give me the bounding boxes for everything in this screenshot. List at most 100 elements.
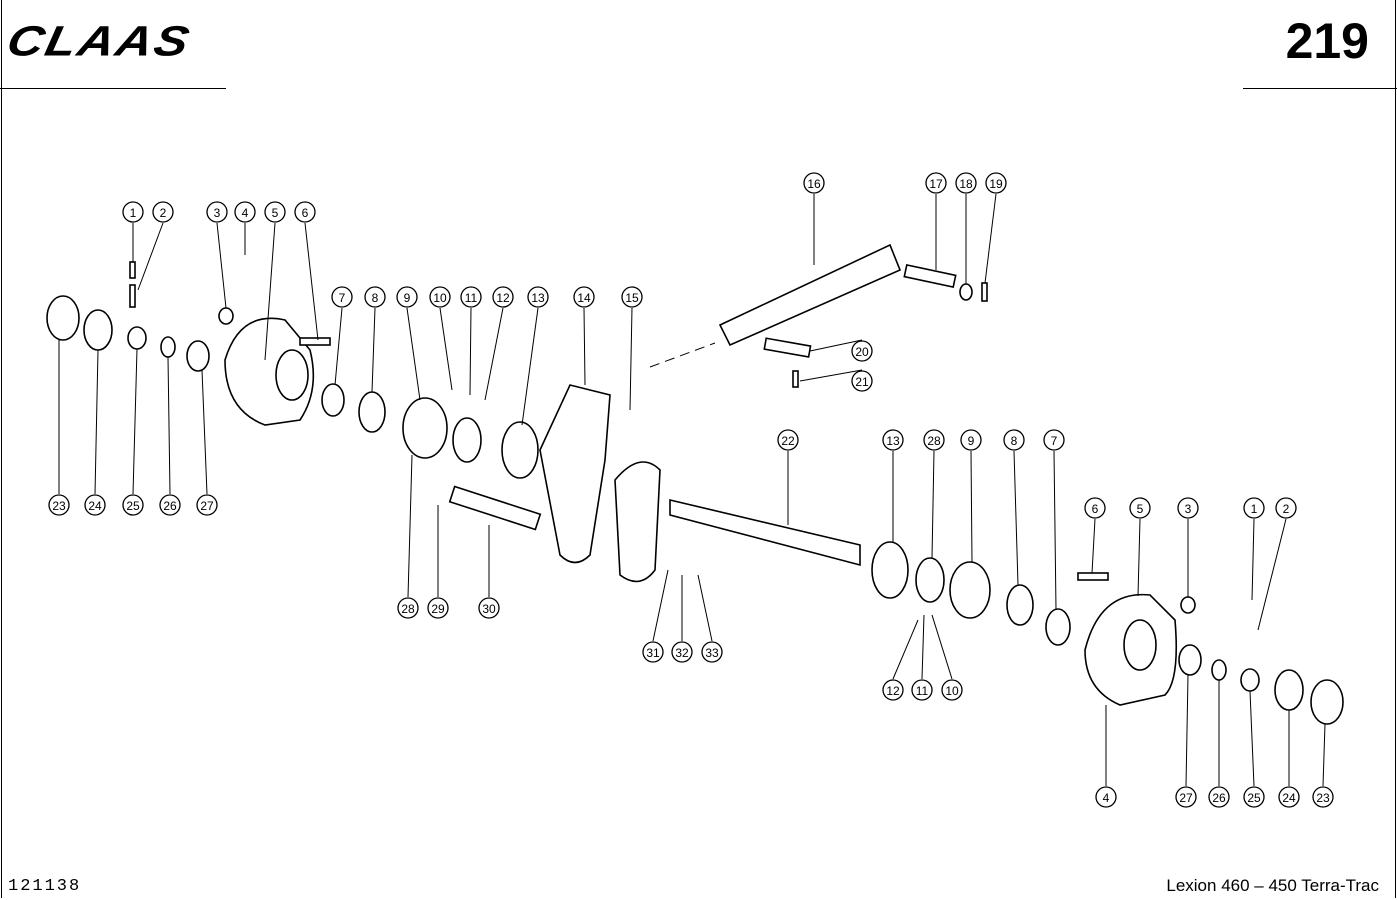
stud-left-2 (129, 284, 136, 308)
callout-23[interactable]: 23 (1312, 786, 1334, 808)
callout-circle (122, 201, 144, 223)
pin-19 (981, 282, 988, 302)
callout-11[interactable]: 11 (911, 679, 933, 701)
callout-circle (911, 679, 933, 701)
callout-2[interactable]: 2 (152, 201, 174, 223)
callout-circle (642, 641, 664, 663)
callout-8[interactable]: 8 (1003, 429, 1025, 451)
callout-label: 28 (927, 434, 941, 448)
callout-28[interactable]: 28 (923, 429, 945, 451)
callout-24[interactable]: 24 (84, 494, 106, 516)
leader-line (371, 307, 376, 393)
bearing-7-left (321, 383, 345, 417)
callout-26[interactable]: 26 (159, 494, 181, 516)
callout-10[interactable]: 10 (941, 679, 963, 701)
callout-circle (1175, 786, 1197, 808)
callout-1[interactable]: 1 (1243, 497, 1265, 519)
callout-32[interactable]: 32 (671, 641, 693, 663)
callout-25[interactable]: 25 (1243, 786, 1265, 808)
callout-circle (1129, 497, 1151, 519)
callout-26[interactable]: 26 (1208, 786, 1230, 808)
callout-20[interactable]: 20 (851, 340, 873, 362)
callout-4[interactable]: 4 (234, 201, 256, 223)
callout-circle (941, 679, 963, 701)
callout-circle (1243, 786, 1265, 808)
callout-circle (1003, 429, 1025, 451)
callout-4[interactable]: 4 (1095, 786, 1117, 808)
callout-21[interactable]: 21 (851, 370, 873, 392)
callout-label: 18 (959, 177, 973, 191)
leader-line (970, 450, 973, 563)
callout-6[interactable]: 6 (294, 201, 316, 223)
flange-9-right (949, 561, 991, 619)
leader-line (921, 614, 925, 680)
callout-12[interactable]: 12 (492, 286, 514, 308)
callout-circle (1275, 497, 1297, 519)
callout-29[interactable]: 29 (427, 597, 449, 619)
callout-circle (960, 429, 982, 451)
callout-label: 20 (855, 345, 869, 359)
callout-17[interactable]: 17 (925, 172, 947, 194)
callout-25[interactable]: 25 (122, 494, 144, 516)
callout-label: 32 (675, 646, 689, 660)
callout-23[interactable]: 23 (48, 494, 70, 516)
callout-19[interactable]: 19 (985, 172, 1007, 194)
callout-16[interactable]: 16 (803, 172, 825, 194)
callout-11[interactable]: 11 (460, 286, 482, 308)
callout-13[interactable]: 13 (527, 286, 549, 308)
callout-14[interactable]: 14 (573, 286, 595, 308)
o-ring-8-left (358, 391, 386, 433)
shaft-22 (669, 498, 861, 567)
callout-22[interactable]: 22 (777, 429, 799, 451)
callout-label: 10 (945, 684, 959, 698)
callout-9[interactable]: 9 (960, 429, 982, 451)
callout-8[interactable]: 8 (364, 286, 386, 308)
callout-label: 9 (968, 434, 975, 448)
callout-label: 24 (1282, 791, 1296, 805)
callout-18[interactable]: 18 (955, 172, 977, 194)
callout-10[interactable]: 10 (429, 286, 451, 308)
hub-cap-right (1310, 679, 1344, 725)
leader-line (652, 569, 669, 642)
bearing-7-right (1045, 608, 1071, 646)
callout-label: 28 (401, 602, 415, 616)
leader-line (984, 193, 997, 284)
callout-12[interactable]: 12 (882, 679, 904, 701)
callout-label: 26 (163, 499, 177, 513)
callout-1[interactable]: 1 (122, 201, 144, 223)
callout-33[interactable]: 33 (701, 641, 723, 663)
callout-circle (671, 641, 693, 663)
leader-line (629, 307, 633, 411)
seal-28-right (915, 557, 945, 603)
callout-6[interactable]: 6 (1084, 497, 1106, 519)
plug-left (218, 307, 234, 325)
callout-label: 25 (1247, 791, 1261, 805)
callout-15[interactable]: 15 (621, 286, 643, 308)
callout-5[interactable]: 5 (1129, 497, 1151, 519)
callout-27[interactable]: 27 (1175, 786, 1197, 808)
callout-7[interactable]: 7 (1043, 429, 1065, 451)
callout-2[interactable]: 2 (1275, 497, 1297, 519)
callout-13[interactable]: 13 (882, 429, 904, 451)
bearing-left (186, 340, 210, 372)
callout-24[interactable]: 24 (1278, 786, 1300, 808)
callout-circle (851, 370, 873, 392)
callout-5[interactable]: 5 (264, 201, 286, 223)
callout-circle (294, 201, 316, 223)
callout-28[interactable]: 28 (397, 597, 419, 619)
drawing-number: 121138 (8, 877, 82, 896)
leader-line (304, 222, 319, 341)
leader-line (1249, 690, 1255, 787)
callout-30[interactable]: 30 (478, 597, 500, 619)
leader-line (892, 619, 919, 680)
parts (46, 243, 1344, 725)
callout-9[interactable]: 9 (396, 286, 418, 308)
callout-27[interactable]: 27 (196, 494, 218, 516)
callout-31[interactable]: 31 (642, 641, 664, 663)
callout-circle (84, 494, 106, 516)
bolt-right (1077, 572, 1109, 581)
callout-3[interactable]: 3 (206, 201, 228, 223)
callout-3[interactable]: 3 (1177, 497, 1199, 519)
callout-7[interactable]: 7 (331, 286, 353, 308)
